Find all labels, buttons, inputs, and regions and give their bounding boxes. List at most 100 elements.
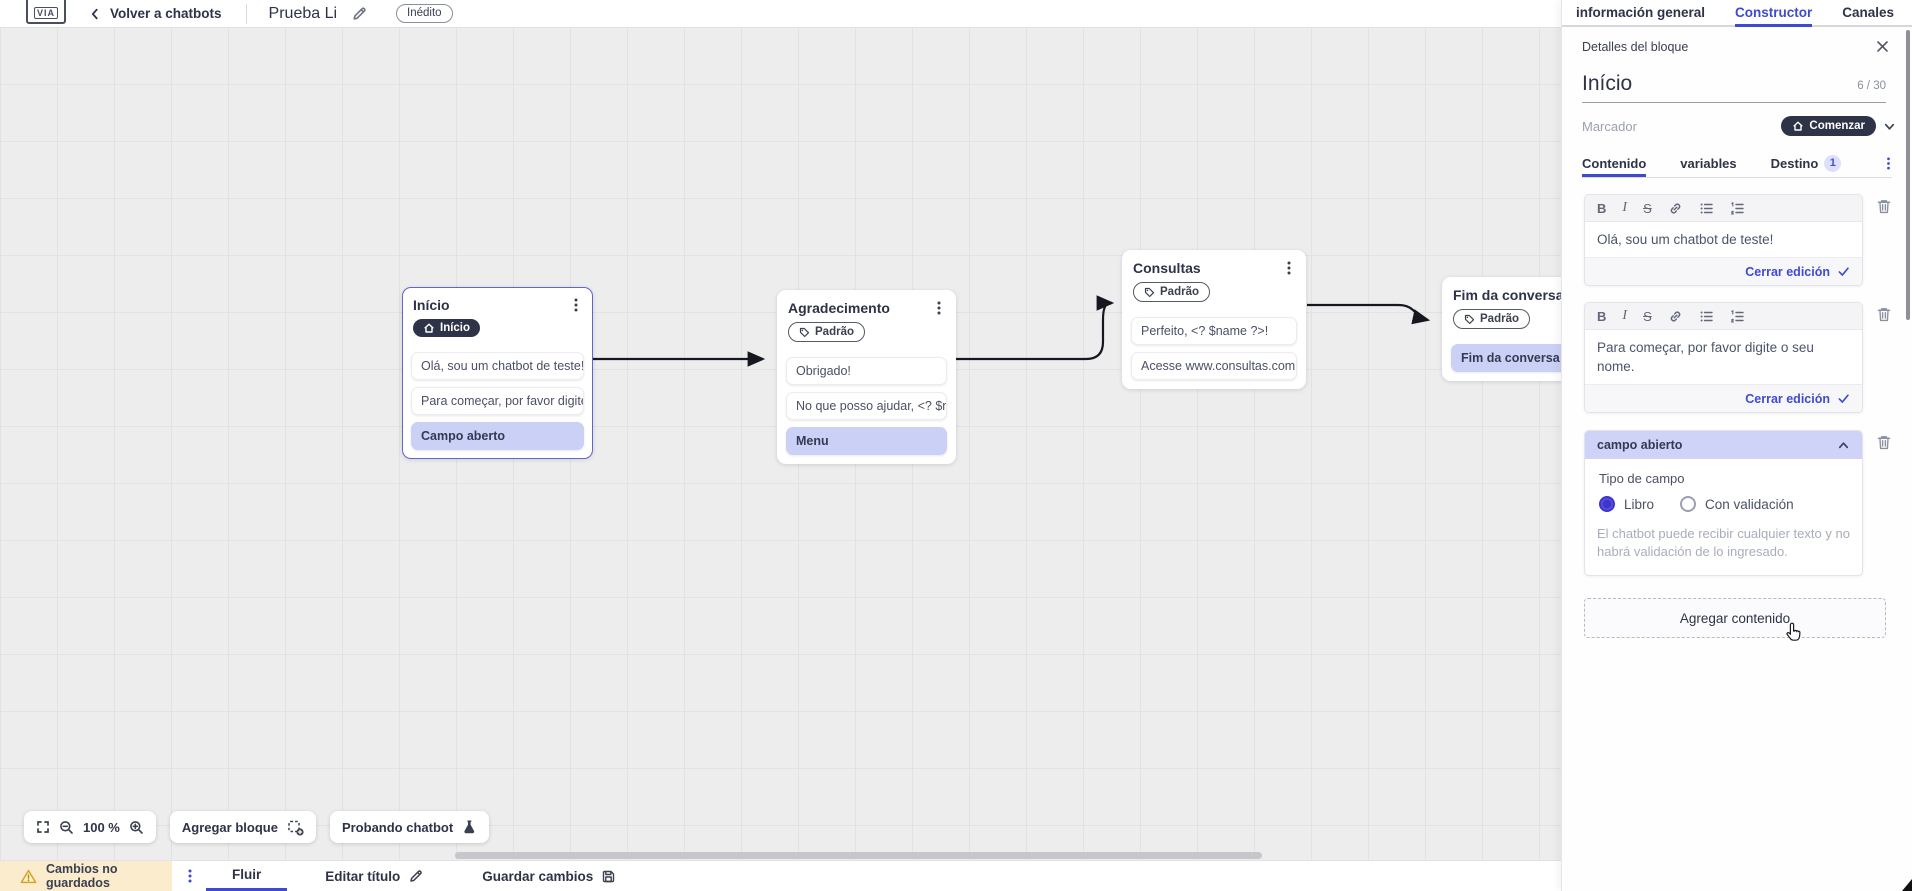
node-content-item[interactable]: Acesse www.consultas.com par... (1131, 352, 1297, 380)
save-icon (601, 869, 616, 884)
add-block-button[interactable]: Agregar bloque (169, 811, 316, 843)
zoom-in-icon[interactable] (129, 820, 144, 835)
delete-content-icon[interactable] (1876, 306, 1892, 323)
edit-title-button[interactable]: Editar título (305, 861, 444, 891)
open-field-header[interactable]: campo abierto (1585, 431, 1862, 459)
field-help-text: El chatbot puede recibir cualquier texto… (1597, 526, 1850, 559)
tab-informacion-general[interactable]: información general (1576, 4, 1706, 20)
node-content-item[interactable]: Olá, sou um chatbot de teste! (411, 352, 584, 380)
node-menu-item[interactable]: Menu (786, 427, 947, 455)
node-open-field-item[interactable]: Campo aberto (411, 422, 584, 450)
block-options-menu-icon[interactable] (1883, 156, 1894, 171)
node-title: Início (413, 297, 450, 313)
chatbot-title: Prueba Li (268, 4, 338, 22)
topbar: VIA Volver a chatbots Prueba Li Inédito (0, 0, 1561, 27)
tab-contenido[interactable]: Contenido (1582, 152, 1647, 177)
destino-count-badge: 1 (1824, 154, 1842, 172)
radio-option-con-validacion[interactable]: Con validación (1680, 496, 1794, 512)
add-content-button[interactable]: Agregar contenido (1584, 598, 1886, 641)
content-editor-row: B I S Para começar, por favor digite o s… (1584, 302, 1892, 413)
open-field-body: Tipo de campo Libro Con validación El ch… (1585, 459, 1862, 575)
close-edit-button[interactable]: Cerrar edición (1745, 264, 1830, 279)
delete-content-icon[interactable] (1876, 434, 1892, 451)
node-title: Agradecimento (788, 300, 890, 316)
link-icon[interactable] (1668, 201, 1683, 216)
bold-icon[interactable]: B (1597, 200, 1607, 216)
tab-canales[interactable]: Canales (1842, 4, 1895, 20)
strikethrough-icon[interactable]: S (1643, 200, 1652, 216)
marker-value-pill[interactable]: Comenzar (1781, 116, 1876, 136)
italic-icon[interactable]: I (1622, 308, 1628, 323)
save-changes-label: Guardar cambios (482, 868, 594, 884)
zoom-level: 100 % (83, 819, 120, 835)
message-text-input[interactable]: Para começar, por favor digite o seu nom… (1597, 340, 1814, 374)
tab-destino[interactable]: Destino 1 (1771, 152, 1842, 177)
bullet-list-icon[interactable] (1699, 201, 1714, 216)
editor-toolbar: B I S (1585, 195, 1862, 222)
save-changes-button[interactable]: Guardar cambios (462, 861, 636, 891)
text-editor: B I S Olá, sou um chatbot de teste! Cer (1584, 194, 1863, 286)
edit-title-pencil-icon[interactable] (351, 5, 368, 22)
node-title: Consultas (1133, 260, 1201, 276)
test-chatbot-button[interactable]: Probando chatbot (329, 811, 490, 843)
node-menu-icon[interactable] (1283, 260, 1295, 276)
numbered-list-icon[interactable] (1730, 201, 1745, 216)
flow-node-inicio[interactable]: Início Início Olá, sou um chatbot de tes… (402, 287, 593, 459)
link-icon[interactable] (1668, 309, 1683, 324)
node-content-item[interactable]: No que posso ajudar, <? $name ... (786, 392, 947, 420)
node-menu-icon[interactable] (933, 300, 945, 316)
block-name-input[interactable]: Início (1582, 72, 1633, 95)
home-icon (1793, 121, 1804, 131)
tab-fluir[interactable]: Fluir (206, 861, 288, 891)
panel-header: Detalles del bloque (1562, 27, 1912, 62)
node-badge-label: Início (440, 322, 471, 334)
chevron-up-icon[interactable] (1837, 439, 1850, 452)
message-text-input[interactable]: Olá, sou um chatbot de teste! (1597, 232, 1774, 247)
warning-icon (20, 869, 37, 884)
field-type-label: Tipo de campo (1599, 471, 1685, 486)
tag-icon (799, 327, 810, 337)
node-content-item[interactable]: Perfeito, <? $name ?>! (1131, 317, 1297, 345)
italic-icon[interactable]: I (1622, 200, 1628, 215)
vertical-scrollbar[interactable] (1906, 30, 1910, 320)
node-end-item[interactable]: Fim da conversa (1451, 344, 1561, 372)
tab-variables-label: variables (1680, 155, 1737, 171)
radio-libro-label: Libro (1624, 496, 1655, 512)
chevron-down-icon[interactable] (1883, 120, 1896, 133)
corner-cursor (1902, 879, 1912, 891)
tab-constructor[interactable]: Constructor (1735, 0, 1813, 27)
tab-destino-label: Destino (1770, 155, 1819, 171)
numbered-list-icon[interactable] (1730, 309, 1745, 324)
strikethrough-icon[interactable]: S (1643, 308, 1652, 324)
bullet-list-icon[interactable] (1699, 309, 1714, 324)
close-panel-icon[interactable] (1875, 39, 1890, 54)
node-content-item[interactable]: Para começar, por favor digite o ... (411, 387, 584, 415)
zoom-out-icon[interactable] (59, 820, 74, 835)
tag-icon (1464, 314, 1475, 324)
flow-menu-icon[interactable] (172, 861, 206, 891)
tag-icon (1144, 287, 1155, 297)
app-logo[interactable]: VIA (26, 0, 66, 24)
flow-canvas[interactable]: Início Início Olá, sou um chatbot de tes… (0, 27, 1561, 860)
horizontal-scrollbar[interactable] (455, 852, 1262, 859)
node-menu-icon[interactable] (570, 297, 582, 313)
panel-tabs: información general Constructor Canales (1562, 0, 1912, 27)
close-edit-button[interactable]: Cerrar edición (1745, 391, 1830, 406)
node-content-item[interactable]: Obrigado! (786, 357, 947, 385)
back-to-chatbots-button[interactable]: Volver a chatbots (88, 6, 222, 21)
delete-content-icon[interactable] (1876, 198, 1892, 215)
app-logo-text: VIA (33, 7, 58, 19)
tab-variables[interactable]: variables (1680, 152, 1736, 177)
fullscreen-icon[interactable] (36, 820, 50, 834)
flow-node-consultas[interactable]: Consultas Padrão Perfeito, <? $name ?>! … (1122, 250, 1306, 389)
marker-value-label: Comenzar (1809, 120, 1865, 132)
zoom-controls: 100 % (24, 811, 156, 843)
radio-option-libro[interactable]: Libro (1599, 496, 1654, 512)
bold-icon[interactable]: B (1597, 308, 1607, 324)
node-title: Fim da conversa (1453, 287, 1561, 303)
node-badge-label: Padrão (1480, 313, 1519, 325)
flow-node-fim-da-conversa[interactable]: Fim da conversa Padrão Fim da conversa (1442, 277, 1561, 381)
topbar-divider (245, 3, 247, 24)
pencil-icon (408, 868, 424, 884)
flow-node-agradecimento[interactable]: Agradecimento Padrão Obrigado! No que po… (777, 290, 956, 464)
